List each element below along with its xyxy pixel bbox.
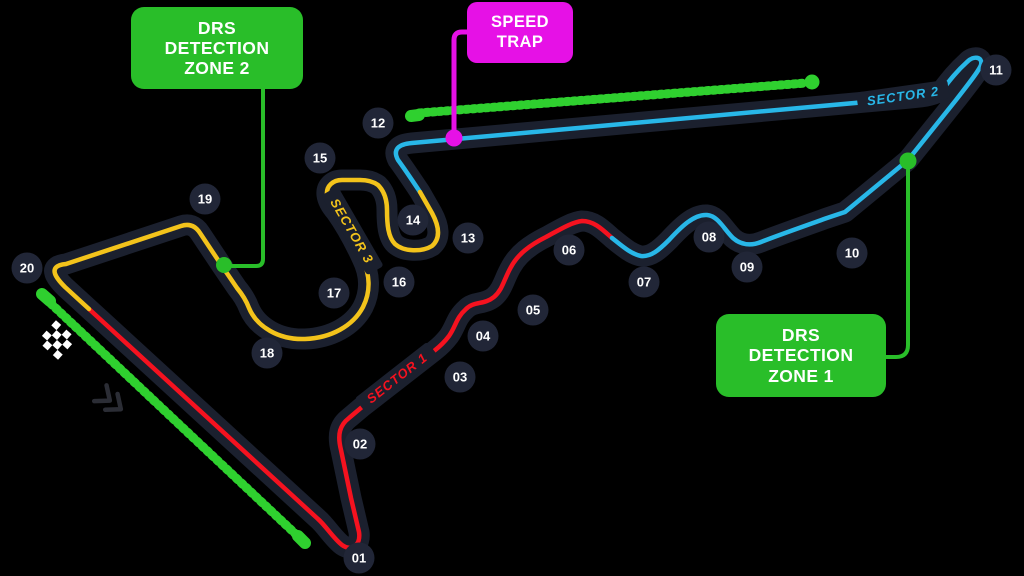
drs-zone-main-start-block	[36, 288, 56, 307]
turn-marker-09: 09	[731, 251, 763, 283]
turn-marker-15: 15	[304, 142, 336, 174]
drs-zone-back-end-dot	[804, 74, 820, 90]
drs1-connector	[882, 168, 910, 359]
speed-trap-marker	[445, 129, 463, 147]
turn-marker-04: 04	[467, 320, 499, 352]
turn-marker-10: 10	[836, 237, 868, 269]
svg-text:01: 01	[352, 551, 366, 566]
svg-text:19: 19	[198, 192, 212, 207]
speed-trap-connector	[451, 29, 470, 133]
turn-marker-16: 16	[383, 266, 415, 298]
drs2-line3: ZONE 2	[184, 58, 250, 79]
turn-marker-13: 13	[452, 222, 484, 254]
drs1-line1: DRS	[781, 325, 821, 346]
drs2-line2: DETECTION	[164, 37, 270, 58]
start-finish-flag	[41, 320, 73, 360]
turn-marker-08: 08	[693, 221, 725, 253]
svg-text:06: 06	[562, 243, 576, 258]
turn-marker-06: 06	[553, 234, 585, 266]
turn-marker-07: 07	[628, 266, 660, 298]
turn-marker-12: 12	[362, 107, 394, 139]
svg-text:11: 11	[989, 63, 1003, 78]
svg-text:02: 02	[353, 437, 367, 452]
svg-text:20: 20	[20, 261, 34, 276]
sector2-line	[393, 55, 984, 259]
svg-text:05: 05	[526, 303, 540, 318]
svg-text:18: 18	[260, 346, 274, 361]
svg-text:17: 17	[327, 286, 341, 301]
drs1-line3: ZONE 1	[768, 365, 834, 386]
drs-detection-zone-2-label: DRS DETECTION ZONE 2	[131, 7, 303, 89]
svg-text:08: 08	[702, 230, 716, 245]
turn-marker-05: 05	[517, 294, 549, 326]
speed-trap-line2: TRAP	[496, 32, 544, 51]
speed-trap-line1: SPEED	[491, 13, 549, 32]
turn-markers: 01 02 03 04 05 06 07 08 09 10 11 12 13 14 15 16 17 18 19 20	[11, 54, 1012, 574]
sector1-label: SECTOR 1	[355, 343, 438, 413]
turn-marker-11: 11	[980, 54, 1012, 86]
speed-trap-label: SPEED TRAP	[467, 2, 573, 63]
sector1-line	[86, 218, 615, 550]
turn-marker-01: 01	[343, 542, 375, 574]
svg-text:07: 07	[637, 275, 651, 290]
svg-text:04: 04	[476, 329, 491, 344]
svg-text:09: 09	[740, 260, 754, 275]
turn-marker-14: 14	[397, 204, 429, 236]
drs-zone-back-start-block	[405, 109, 425, 122]
drs-zone-main-straight	[41, 294, 308, 546]
turn-marker-03: 03	[444, 361, 476, 393]
drs-zone-main-end-block	[292, 530, 311, 549]
svg-text:14: 14	[406, 213, 421, 228]
drs2-detection-marker	[216, 257, 232, 273]
svg-text:12: 12	[371, 116, 385, 131]
drs2-line1: DRS	[197, 17, 237, 38]
turn-marker-19: 19	[189, 183, 221, 215]
svg-text:10: 10	[845, 246, 859, 261]
drs-detection-zone-1-label: DRS DETECTION ZONE 1	[716, 314, 886, 397]
drs-zone-back-straight	[414, 78, 811, 118]
svg-text:15: 15	[313, 151, 327, 166]
svg-text:03: 03	[453, 370, 467, 385]
turn-marker-20: 20	[11, 252, 43, 284]
turn-marker-02: 02	[344, 428, 376, 460]
drs1-detection-marker	[899, 152, 917, 170]
turn-marker-18: 18	[251, 337, 283, 369]
drs2-connector	[230, 86, 265, 268]
svg-text:16: 16	[392, 275, 406, 290]
svg-text:13: 13	[461, 231, 475, 246]
direction-chevrons-icon	[91, 383, 124, 412]
drs1-line2: DETECTION	[748, 345, 854, 366]
svg-text:SECTOR 1: SECTOR 1	[364, 350, 431, 407]
turn-marker-17: 17	[318, 277, 350, 309]
